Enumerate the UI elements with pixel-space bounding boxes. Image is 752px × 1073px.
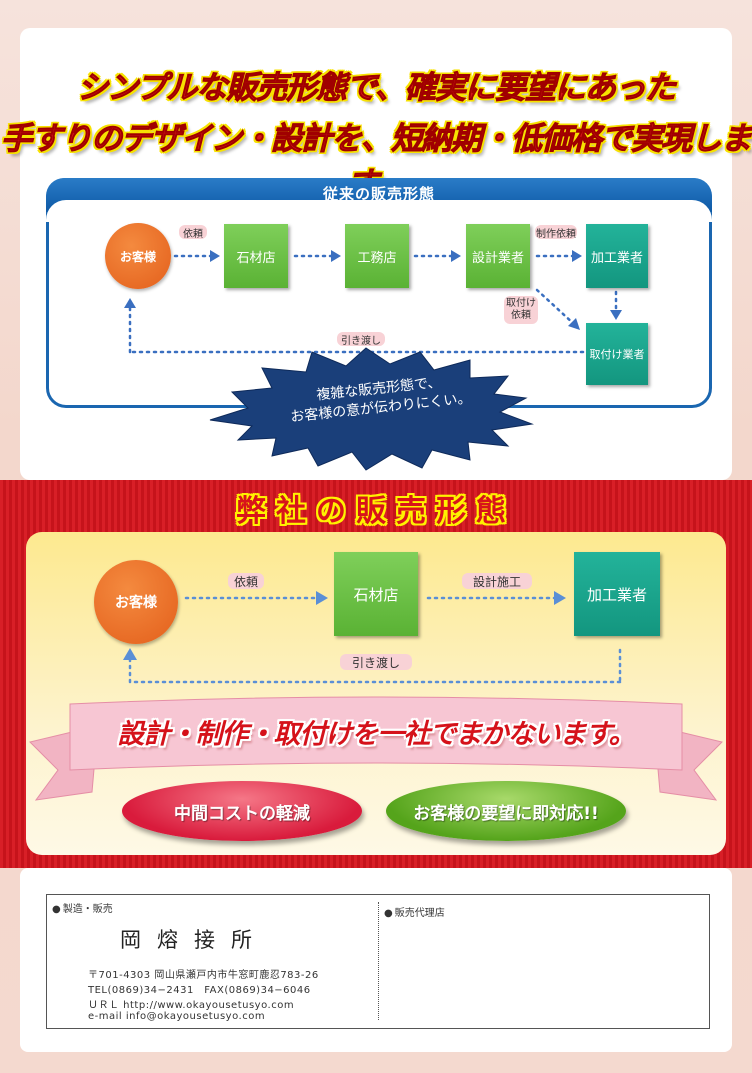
company-address: 〒701-4303 岡山県瀬戸内市牛窓町鹿忍783-26: [88, 970, 319, 981]
company-name: 岡熔接所: [120, 928, 268, 952]
cost-reduction-oval: 中間コストの軽減: [122, 781, 362, 841]
maker-label: 製造・販売: [52, 900, 113, 915]
our-label-request: 依頼: [228, 573, 264, 589]
quick-response-oval: お客様の要望に即対応!!: [386, 781, 626, 841]
old-label-production-request: 制作依頼: [535, 225, 577, 240]
our-flow-arrows: [29, 591, 723, 801]
old-contractor-node: 工務店: [345, 224, 409, 288]
our-flow-title: 弊社の販売形態: [236, 494, 516, 529]
footer-divider: [378, 902, 379, 1020]
footer-panel: [20, 868, 732, 1052]
headline-line2: 手すりのデザイン・設計を、短納期・低価格で実現します。: [1, 121, 752, 203]
old-stone-shop-node: 石材店: [224, 224, 288, 288]
old-flow-arrows: [124, 250, 622, 471]
ribbon-body: [69, 696, 683, 771]
old-flow-title-bar: [46, 178, 712, 222]
old-designer-node: 設計業者: [466, 224, 530, 288]
old-flow-title: 従来の販売形態: [322, 185, 435, 203]
our-label-handover: 引き渡し: [340, 654, 412, 670]
company-url[interactable]: ＵＲＬ http://www.okayousetusyo.com: [88, 1000, 295, 1011]
old-label-install-request: 取付け 依頼: [504, 296, 538, 324]
burst-shape: [209, 347, 534, 471]
our-label-design: 設計施工: [462, 573, 532, 589]
old-processor-node: 加工業者: [586, 224, 648, 288]
old-label-handover: 引き渡し: [337, 332, 385, 347]
our-stone-shop-node: 石材店: [334, 552, 418, 636]
our-customer-node: お客様: [94, 560, 178, 644]
ribbon-text: 設計・制作・取付けを一社でまかないます。: [117, 719, 635, 750]
agent-label: 販売代理店: [384, 904, 445, 919]
old-customer-node: お客様: [105, 223, 171, 289]
old-installer-node: 取付け業者: [586, 323, 648, 385]
company-email[interactable]: e-mail info@okayousetusyo.com: [88, 1011, 266, 1022]
headline-line1: シンプルな販売形態で、確実に要望にあった: [77, 70, 677, 107]
our-processor-node: 加工業者: [574, 552, 660, 636]
footer-box: [46, 894, 710, 1029]
company-tel-fax: TEL(0869)34−2431 FAX(0869)34−6046: [88, 985, 311, 996]
old-label-request: 依頼: [179, 225, 207, 240]
